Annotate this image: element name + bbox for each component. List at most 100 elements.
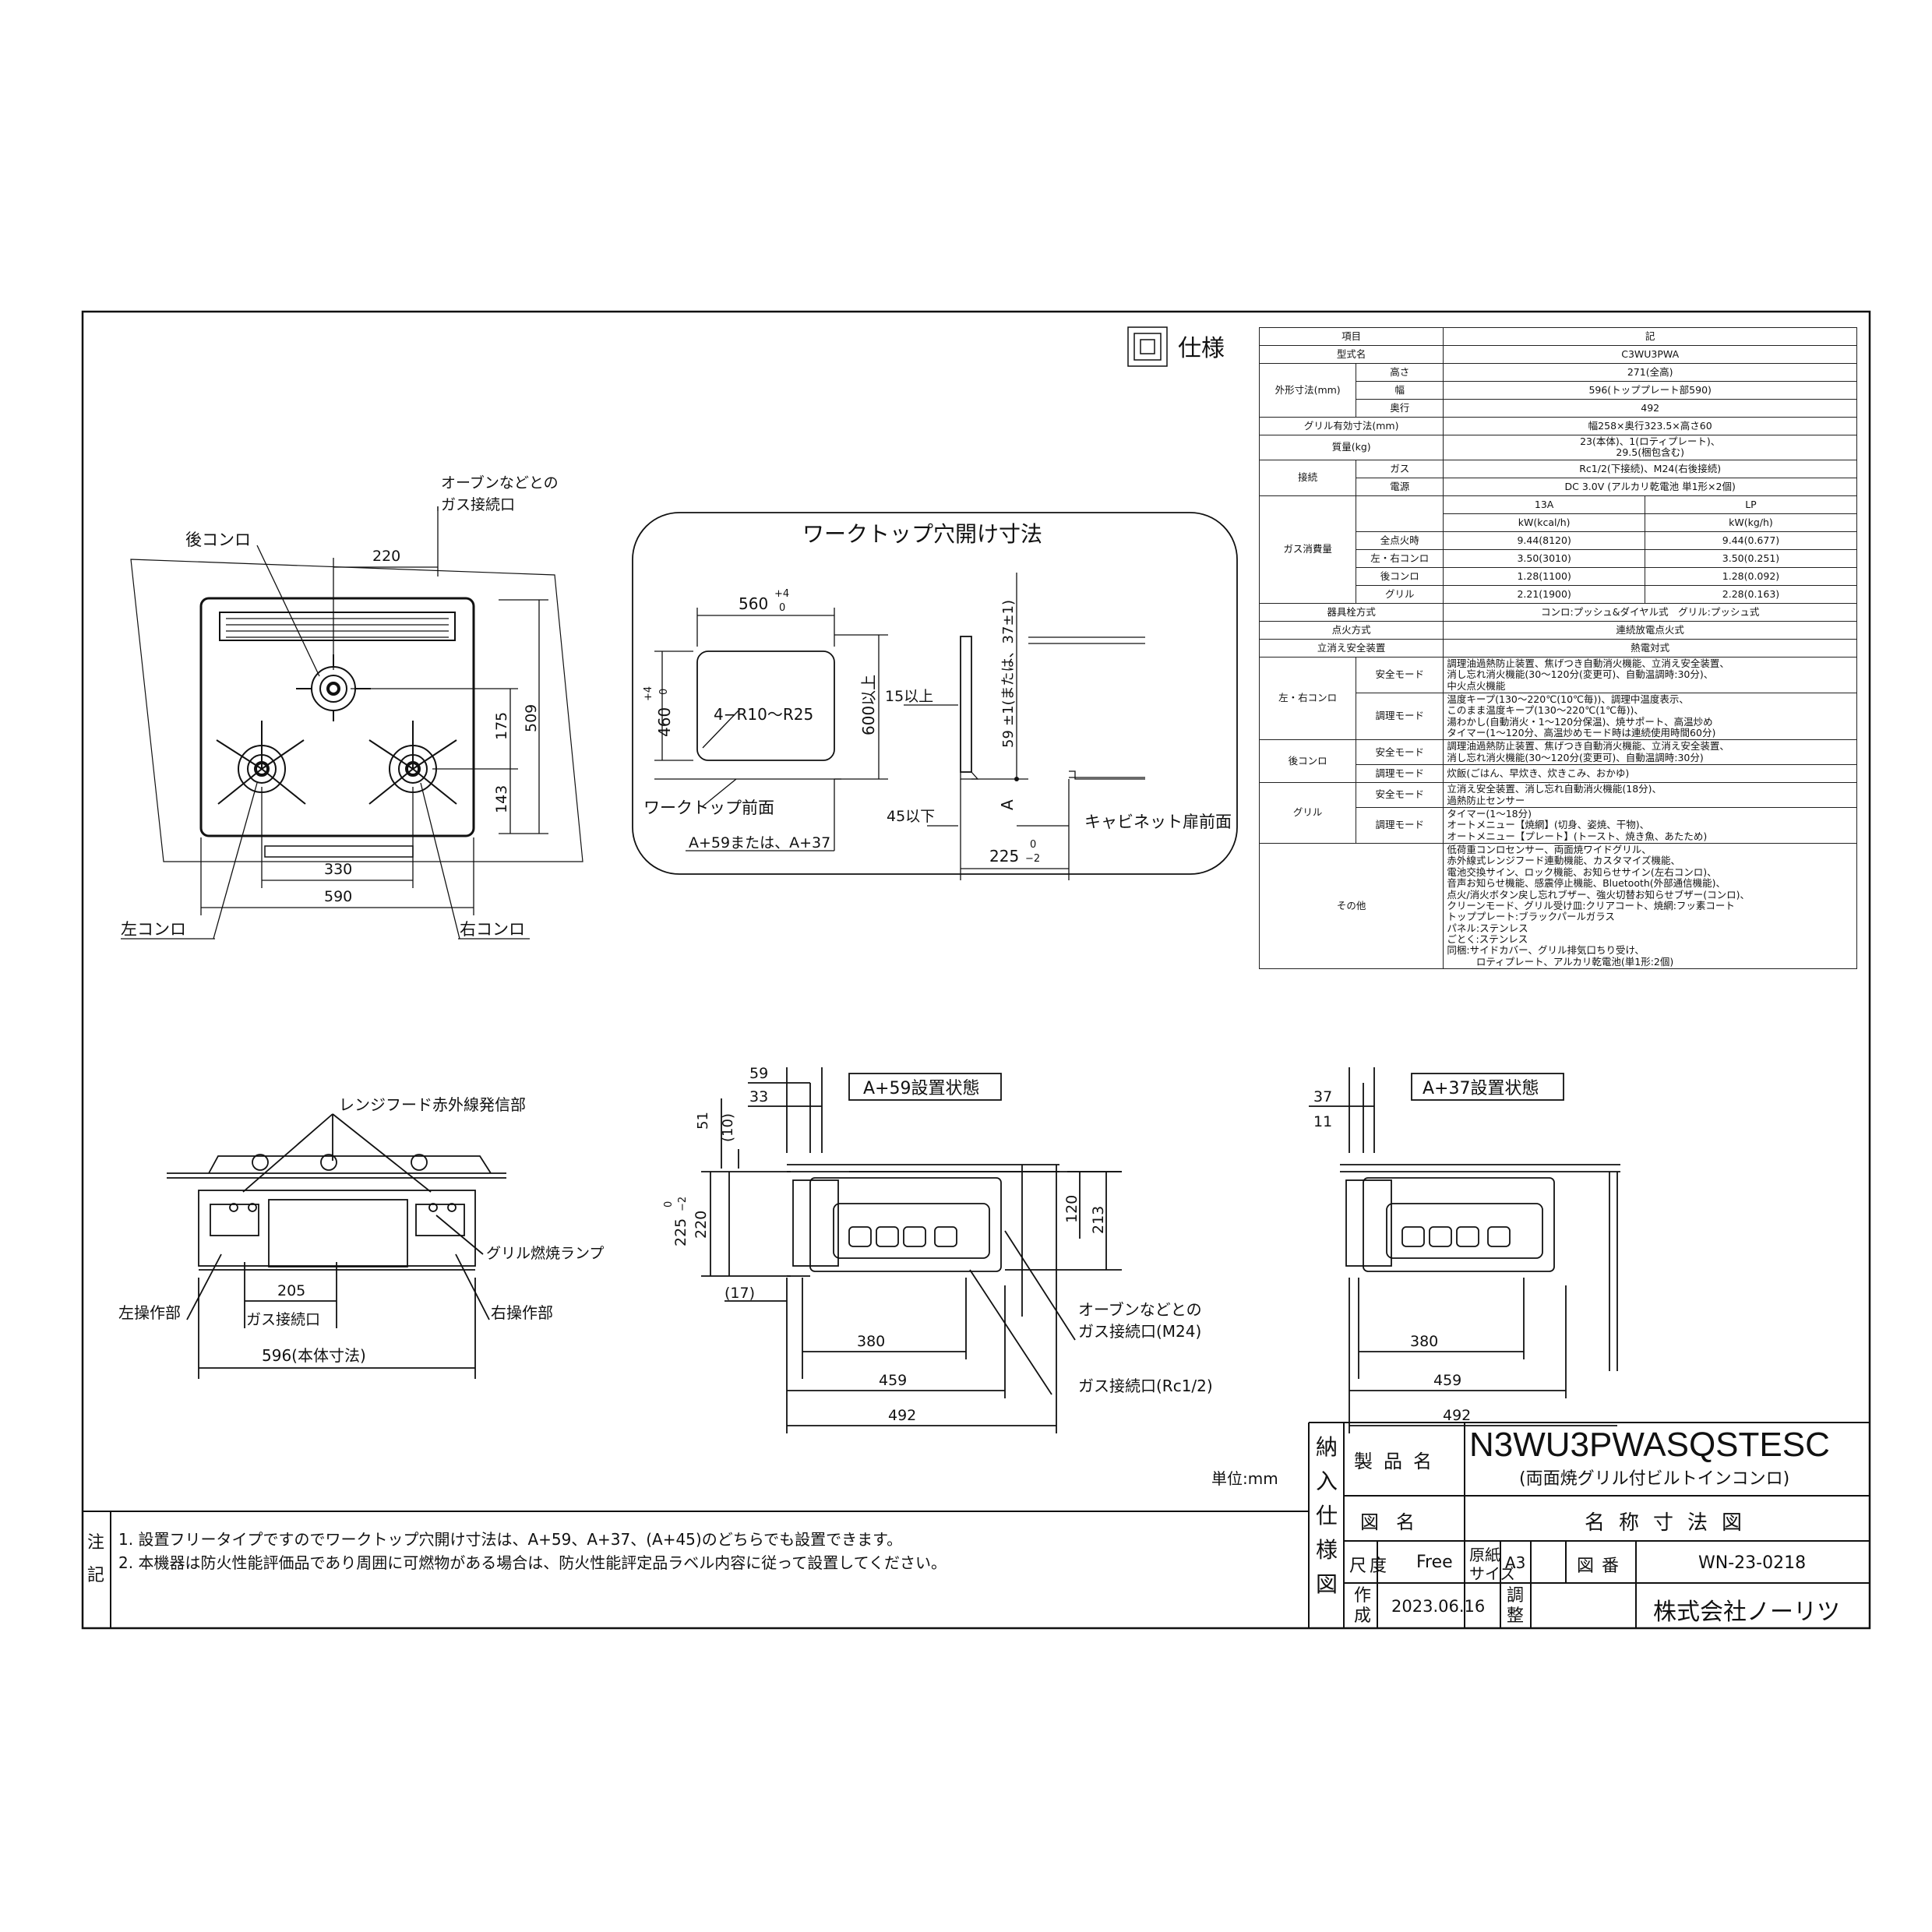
right-op-label: 右操作部 (491, 1303, 553, 1322)
title-side-label: 納入仕様図 (1315, 1434, 1338, 1597)
side59-dim-10: (10) (720, 1113, 736, 1142)
spec-value: 温度キープ(130〜220℃(10℃毎))、調理中温度表示、 このまま温度キープ… (1443, 692, 1857, 741)
side37-view (1309, 1067, 1620, 1433)
cutout-dim-45: 45以下 (887, 808, 935, 825)
spec-label: 点火方式 (1258, 620, 1444, 640)
top-dimensions (121, 506, 548, 940)
side59-dim-213: 213 (1090, 1206, 1107, 1234)
title-block-lines (83, 1422, 1870, 1628)
spec-label: 型式名 (1258, 345, 1444, 364)
side37-title: A+37設置状態 (1423, 1079, 1539, 1098)
spec-value: Rc1/2(下接続)、M24(右後接続) (1443, 459, 1857, 478)
sheet-border (81, 310, 1871, 1630)
spec-value: 調理油過熱防止装置、焦げつき自動消火機能、立消え安全装置、 消し忘れ消火機能(3… (1443, 739, 1857, 766)
cutout-dim-59-rest: ±1(または、37±1) (1000, 600, 1017, 726)
dim-330: 330 (324, 861, 352, 878)
side59-dim-51: 51 (695, 1112, 711, 1130)
spec-sublabel: 左・右コンロ (1356, 548, 1444, 568)
spec-empty (1356, 495, 1444, 532)
ir-label: レンジフード赤外線発信部 (339, 1095, 526, 1114)
gas-col-13a: 13A (1443, 495, 1645, 514)
paper-size-label-2: サイズ (1469, 1564, 1516, 1583)
left-burner-label: 左コンロ (121, 920, 186, 939)
side37-dim-459: 459 (1433, 1372, 1461, 1389)
spec-sublabel: 安全モード (1356, 782, 1444, 808)
dim-175: 175 (493, 712, 510, 740)
cutout-dim-225: 225 (989, 847, 1019, 866)
side59-oven-1: オーブンなどとの (1078, 1300, 1202, 1319)
spec-value: 幅258×奥行323.5×高さ60 (1443, 417, 1857, 435)
check-label: 調整 (1507, 1586, 1525, 1626)
spec-sublabel: 後コンロ (1356, 566, 1444, 586)
dim-143: 143 (493, 785, 510, 813)
side59-dim-120: 120 (1063, 1195, 1081, 1223)
side37-dim-37: 37 (1313, 1088, 1332, 1105)
front-body-dim: 596(本体寸法) (262, 1346, 366, 1365)
spec-value: DC 3.0V (アルカリ乾電池 単1形×2個) (1443, 477, 1857, 496)
right-burner-label: 右コンロ (460, 920, 525, 939)
spec-label: 質量(kg) (1258, 435, 1444, 460)
gas-col-lp: LP (1644, 495, 1858, 514)
scale-label: 尺度 (1349, 1557, 1391, 1576)
cutout-radius: 4−R10〜R25 (714, 705, 813, 724)
cutout-dim-59: 59 (1000, 730, 1017, 748)
company-name: 株式会社ノーリツ (1653, 1599, 1840, 1626)
top-view (130, 559, 583, 862)
cutout-cabinet-label: キャビネット扉前面 (1084, 813, 1232, 831)
spec-value: 492 (1443, 399, 1857, 418)
side59-tol-up: 0 (663, 1201, 675, 1208)
cutout-label-a: A (998, 799, 1017, 810)
side59-dim-459: 459 (879, 1372, 907, 1389)
side59-view (701, 1067, 1122, 1433)
notes-line-2: 2. 本機器は防火性能評価品であり周囲に可燃物がある場合は、防火性能評定品ラベル… (118, 1553, 947, 1572)
cutout-panel (632, 512, 1238, 875)
gas-value-lp: 2.28(0.163) (1644, 584, 1858, 604)
spec-label: グリル有効寸法(mm) (1258, 417, 1444, 435)
spec-label: 器具栓方式 (1258, 602, 1444, 622)
rear-burner-label: 後コンロ (185, 531, 251, 549)
product-subtitle: (両面焼グリル付ビルトインコンロ) (1519, 1469, 1790, 1489)
spec-value: 熱電対式 (1443, 638, 1857, 658)
cutout-dim-15: 15以上 (885, 688, 933, 705)
spec-value: 連続放電点火式 (1443, 620, 1857, 640)
spec-header-desc: 記 (1443, 327, 1857, 346)
spec-sublabel: 安全モード (1356, 656, 1444, 693)
spec-label: 後コンロ (1258, 739, 1357, 784)
cutout-tol-460-dn: 0 (658, 689, 670, 695)
spec-label: グリル (1258, 782, 1357, 844)
spec-label: 外形寸法(mm) (1258, 363, 1357, 418)
cutout-dim-460: 460 (655, 707, 674, 737)
spec-sublabel: 高さ (1356, 363, 1444, 382)
cutout-a-value: A+59または、A+37 (689, 834, 830, 851)
spec-value: 596(トッププレート部590) (1443, 381, 1857, 400)
cutout-dim-59-group: 59 ±1(または、37±1) (1000, 600, 1017, 748)
side59-dim-380: 380 (857, 1333, 885, 1350)
side37-dim-380: 380 (1410, 1333, 1438, 1350)
gas-value-13a: 1.28(1100) (1443, 566, 1645, 586)
spec-value: 271(全高) (1443, 363, 1857, 382)
scale-value: Free (1416, 1553, 1453, 1572)
cutout-dim-600: 600以上 (859, 675, 878, 735)
side59-dim-220: 220 (693, 1211, 710, 1239)
left-op-label: 左操作部 (118, 1303, 181, 1322)
spec-heading-icon (1127, 326, 1168, 367)
side37-dim-11: 11 (1313, 1113, 1332, 1130)
cutout-point (1014, 777, 1019, 781)
spec-label: 左・右コンロ (1258, 656, 1357, 741)
spec-value: 低荷重コンロセンサー、両面焼ワイドグリル、 赤外線式レンジフード連動機能、カスタ… (1443, 842, 1857, 970)
drawing-name-label: 図名 (1360, 1511, 1432, 1533)
side59-dim-225: 225 (672, 1218, 689, 1246)
product-name-label: 製品名 (1354, 1451, 1443, 1472)
paper-size-label-1: 原紙 (1469, 1546, 1500, 1564)
side59-dim-33: 33 (749, 1088, 768, 1105)
cutout-tol-560-up: +4 (774, 588, 789, 600)
spec-table: 項目 記 型式名 C3WU3PWA 外形寸法(mm) 高さ 271(全高) 幅 … (1258, 327, 1858, 970)
cutout-drawing (654, 573, 1145, 880)
spec-sublabel: 調理モード (1356, 806, 1444, 844)
side59-gas-rc: ガス接続口(Rc1/2) (1078, 1377, 1213, 1395)
gas-value-lp: 9.44(0.677) (1644, 531, 1858, 550)
side59-oven-2: ガス接続口(M24) (1078, 1322, 1201, 1341)
spec-value: 23(本体)、1(ロティプレート)、 29.5(梱包含む) (1443, 435, 1857, 460)
gas-value-lp: 1.28(0.092) (1644, 566, 1858, 586)
